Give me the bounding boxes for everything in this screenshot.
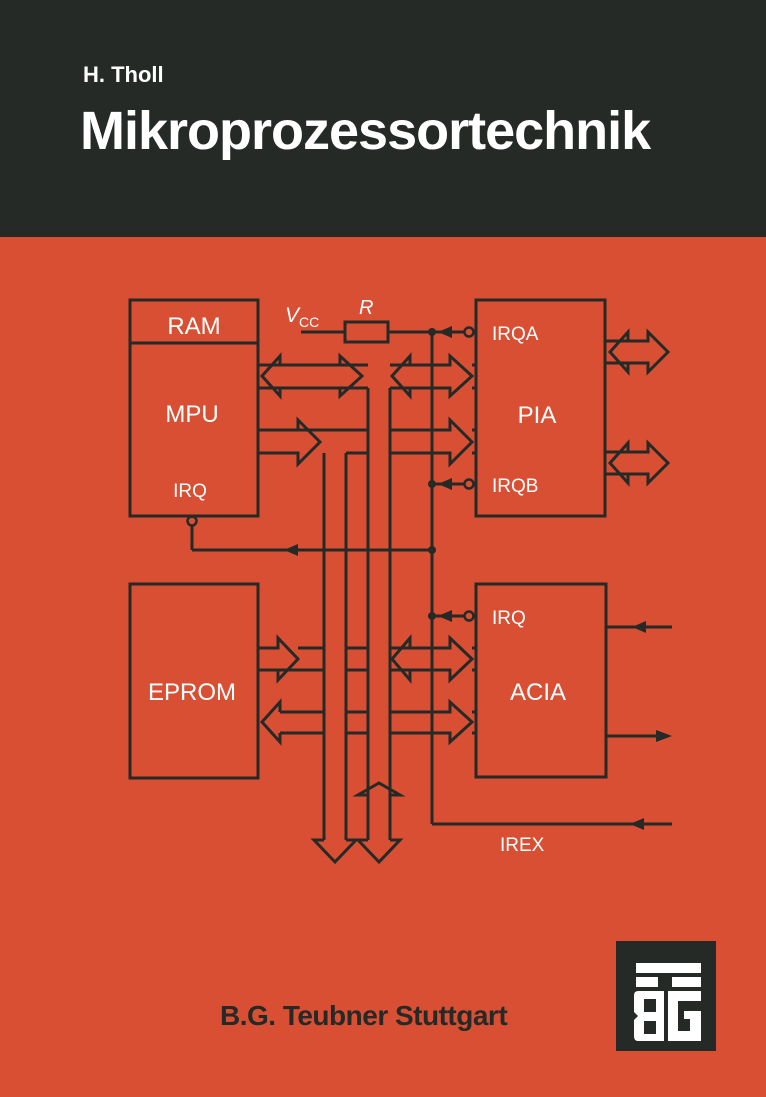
book-title: Mikroprozessortechnik bbox=[80, 101, 651, 161]
publisher-name: B.G. Teubner Stuttgart bbox=[220, 1000, 508, 1031]
data-bus-arrow-up bbox=[352, 781, 406, 797]
data-bus-arrow-down bbox=[354, 838, 404, 865]
author-name: H. Tholl bbox=[83, 62, 164, 87]
irex-arrowhead bbox=[630, 818, 644, 830]
pia-address-arrow bbox=[390, 416, 475, 468]
address-bus-arrowhead bbox=[310, 838, 360, 865]
mpu-irq-label: IRQ bbox=[173, 481, 207, 502]
resistor bbox=[343, 320, 390, 344]
acia-data-arrow bbox=[410, 634, 475, 684]
eprom-label: EPROM bbox=[148, 679, 236, 706]
teubner-logo bbox=[616, 941, 716, 1051]
pia-label: PIA bbox=[518, 402, 557, 429]
irqb-bubble bbox=[463, 478, 475, 490]
pia-box bbox=[474, 298, 607, 518]
acia-address-arrow bbox=[390, 698, 475, 746]
mpu-data-stub bbox=[258, 352, 282, 400]
acia-irq-label: IRQ bbox=[492, 608, 526, 629]
vcc-label: V bbox=[285, 304, 301, 327]
junction-dot bbox=[428, 328, 436, 336]
pia-port-a-arrow bbox=[605, 328, 630, 376]
acia-tx-arrowhead bbox=[656, 730, 672, 742]
acia-label: ACIA bbox=[510, 679, 566, 706]
junction-dot bbox=[428, 480, 436, 488]
irqa-bubble bbox=[463, 326, 475, 338]
junction-dot bbox=[428, 546, 436, 554]
acia-rx-arrowhead bbox=[632, 621, 646, 633]
ram-label: RAM bbox=[167, 313, 220, 340]
eprom-data-arrow bbox=[259, 698, 282, 746]
mpu-irq-arrowhead bbox=[284, 544, 298, 556]
mpu-irq-bubble bbox=[186, 515, 198, 527]
mpu-address-arrow bbox=[258, 416, 323, 468]
acia-irq-bubble bbox=[463, 610, 475, 622]
tg-logo-icon bbox=[634, 963, 701, 1041]
pia-irqb-label: IRQB bbox=[492, 476, 538, 497]
pia-port-b-arrow bbox=[605, 439, 630, 487]
eprom-address-arrow bbox=[258, 634, 301, 684]
title-band bbox=[0, 0, 766, 237]
mpu-label: MPU bbox=[165, 401, 218, 428]
irex-label: IREX bbox=[500, 835, 545, 856]
eprom-box bbox=[128, 582, 260, 780]
irqb-arrowhead bbox=[438, 478, 452, 490]
resistor-label: R bbox=[359, 297, 373, 319]
junction-dot bbox=[428, 612, 436, 620]
acia-box bbox=[474, 582, 608, 779]
irqa-arrowhead bbox=[438, 326, 452, 338]
acia-irq-arrowhead bbox=[438, 610, 452, 622]
pia-irqa-label: IRQA bbox=[492, 324, 539, 345]
vcc-subscript: CC bbox=[299, 314, 319, 330]
